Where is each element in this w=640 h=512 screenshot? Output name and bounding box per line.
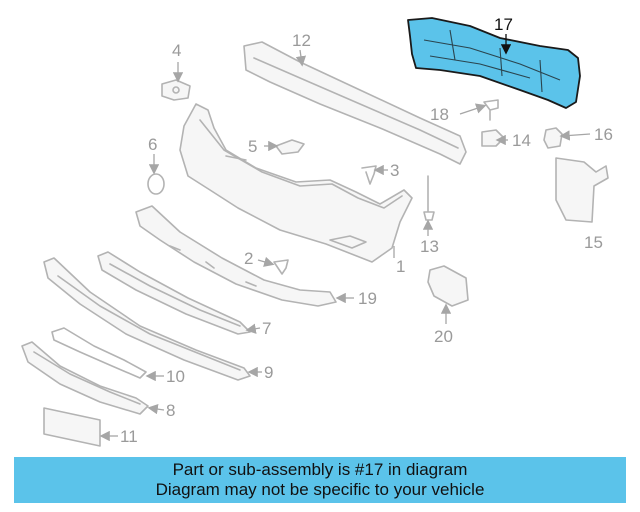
- callout-7: 7: [262, 319, 271, 338]
- callout-15: 15: [584, 233, 603, 252]
- part-12-reinforcement-beam: [243, 41, 467, 165]
- callout-8: 8: [166, 401, 175, 420]
- callout-5: 5: [248, 137, 257, 156]
- banner-line-2: Diagram may not be specific to your vehi…: [155, 480, 485, 499]
- leader-lines: [99, 34, 591, 442]
- callout-1: 1: [396, 257, 405, 276]
- part-18-bolt: [483, 99, 499, 121]
- part-13-stud: [423, 175, 435, 221]
- part-10-trim-strip: [51, 327, 147, 379]
- callout-2: 2: [244, 249, 253, 268]
- info-banner: Part or sub-assembly is #17 in diagram D…: [14, 457, 626, 503]
- callout-10: 10: [166, 367, 185, 386]
- callout-3: 3: [390, 161, 399, 180]
- part-4-bracket: [161, 79, 191, 101]
- callout-labels: 1 2 3 4 5 6 7 8 9 10 11 12 13 14 15 16 1…: [120, 15, 613, 446]
- part-5-clip: [275, 139, 305, 155]
- callout-16: 16: [594, 125, 613, 144]
- callout-11: 11: [120, 427, 138, 446]
- exploded-parts-diagram: 1 2 3 4 5 6 7 8 9 10 11 12 13 14 15 16 1…: [21, 15, 613, 447]
- part-14-nut: [481, 129, 505, 147]
- part-11-license-bracket: [43, 407, 101, 447]
- part-17-energy-absorber[interactable]: [407, 17, 581, 109]
- part-15-bracket: [555, 157, 609, 223]
- callout-6: 6: [148, 135, 157, 154]
- part-3-push-pin: [361, 165, 377, 185]
- callout-19: 19: [358, 289, 377, 308]
- part-6-grommet: [147, 173, 165, 195]
- callout-14: 14: [512, 131, 531, 150]
- part-2-fastener: [273, 259, 289, 275]
- callout-13: 13: [420, 237, 439, 256]
- part-1-bumper-cover: [179, 103, 413, 263]
- callout-20: 20: [434, 327, 453, 346]
- part-8-lower-trim: [21, 341, 149, 415]
- callout-18: 18: [430, 105, 449, 124]
- banner-line-1: Part or sub-assembly is #17 in diagram: [172, 460, 468, 479]
- callout-17: 17: [494, 15, 513, 34]
- part-20-connector: [427, 265, 469, 307]
- callout-4: 4: [172, 41, 181, 60]
- callout-9: 9: [264, 363, 273, 382]
- callout-12: 12: [292, 31, 311, 50]
- part-16-bolt: [543, 127, 563, 149]
